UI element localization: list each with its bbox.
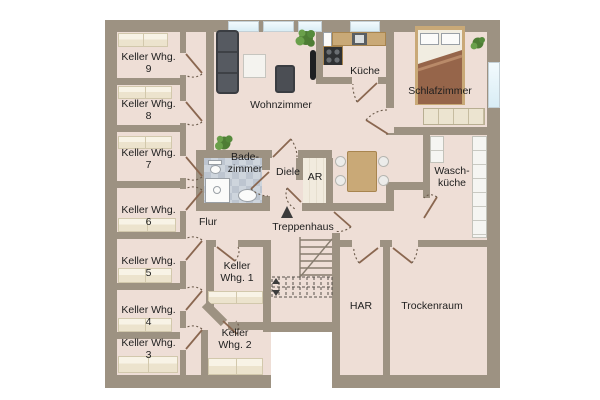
- storage-shelving: [303, 158, 326, 203]
- armchair: [275, 65, 295, 93]
- pillow: [441, 33, 460, 45]
- laundry-shelf: [472, 136, 487, 238]
- sofa: [216, 30, 239, 94]
- wall: [196, 203, 270, 211]
- door-opening: [180, 53, 186, 75]
- coffee-table: [243, 54, 266, 78]
- room-label-keller-whg-1: Keller Whg. 1: [220, 260, 254, 284]
- window: [298, 21, 322, 32]
- door-opening: [180, 328, 186, 350]
- shower-drain: [213, 186, 221, 194]
- dining-chair: [335, 175, 346, 186]
- room-label-har: HAR: [349, 300, 373, 312]
- room-label-keller-whg-5: Keller Whg. 5: [121, 255, 176, 279]
- dining-table: [347, 151, 377, 192]
- sink: [238, 189, 257, 202]
- door-opening: [180, 289, 186, 311]
- wall: [394, 127, 487, 135]
- wall: [201, 330, 208, 377]
- wall: [423, 135, 430, 198]
- wall: [263, 240, 271, 332]
- stove: [324, 47, 342, 65]
- room-label-keller-whg-4: Keller Whg. 4: [121, 304, 176, 328]
- tv: [310, 50, 316, 80]
- shelf: [208, 358, 263, 375]
- wall: [380, 240, 392, 247]
- wall: [316, 20, 323, 84]
- room-label-badezimmer: Bade- zimmer: [227, 151, 263, 175]
- room-label-schlafzimmer: Schlafzimmer: [408, 85, 472, 97]
- window: [350, 21, 380, 32]
- wardrobe: [423, 108, 485, 125]
- wall: [117, 283, 180, 290]
- wall: [196, 150, 204, 211]
- shelf: [208, 291, 263, 304]
- window: [263, 21, 294, 32]
- pillow: [420, 33, 439, 45]
- wall: [117, 332, 180, 339]
- wall: [332, 240, 352, 247]
- shelf: [118, 86, 172, 99]
- building-cutout: [271, 332, 332, 400]
- wall: [386, 20, 394, 135]
- wall: [228, 322, 263, 330]
- wall: [204, 150, 332, 158]
- door-opening: [180, 239, 186, 261]
- wall: [117, 78, 180, 85]
- wall: [117, 232, 180, 239]
- dining-chair: [378, 156, 389, 167]
- wall: [117, 181, 180, 188]
- kitchen-sink-basin: [355, 35, 364, 43]
- wall: [383, 247, 390, 375]
- laundry-shelf: [430, 136, 444, 163]
- dining-chair: [378, 175, 389, 186]
- room-label-treppenhaus: Treppenhaus: [272, 221, 334, 233]
- shelf: [118, 268, 172, 283]
- shelf: [118, 356, 178, 373]
- wall: [206, 247, 214, 308]
- toilet: [208, 160, 222, 165]
- room-label-kueche: Küche: [350, 65, 380, 77]
- wall: [394, 182, 430, 190]
- room-label-flur: Flur: [198, 216, 218, 228]
- toilet: [210, 165, 221, 174]
- wall: [378, 77, 386, 84]
- window: [228, 21, 259, 32]
- door-opening: [180, 156, 186, 178]
- shelf: [118, 33, 168, 47]
- room-label-wohnzimmer: Wohnzimmer: [250, 99, 312, 111]
- wall: [206, 32, 214, 158]
- wall: [332, 233, 340, 388]
- shelf: [118, 136, 172, 149]
- room-label-waschkueche: Wasch- küche: [434, 165, 470, 189]
- room-label-keller-whg-8: Keller Whg. 8: [121, 98, 176, 122]
- door-opening: [216, 240, 238, 247]
- room-label-keller-whg-3: Keller Whg. 3: [121, 337, 176, 361]
- door-opening: [180, 189, 186, 211]
- wall: [302, 203, 386, 211]
- room-label-diele: Diele: [276, 166, 300, 178]
- window: [488, 62, 500, 108]
- room-label-keller-whg-6: Keller Whg. 6: [121, 204, 176, 228]
- room-label-trockenraum: Trockenraum: [401, 300, 463, 312]
- wall: [117, 125, 180, 132]
- wall: [316, 77, 352, 84]
- room-label-ar: AR: [307, 171, 323, 183]
- wall: [418, 240, 487, 247]
- dining-chair: [335, 156, 346, 167]
- room-label-keller-whg-7: Keller Whg. 7: [121, 147, 176, 171]
- door-opening: [180, 101, 186, 123]
- shelf: [118, 218, 176, 232]
- wall: [326, 158, 333, 211]
- door-opening: [386, 108, 394, 133]
- shelf: [118, 318, 172, 332]
- wall: [263, 322, 340, 332]
- room-label-keller-whg-9: Keller Whg. 9: [121, 51, 176, 75]
- room-label-keller-whg-2: Keller Whg. 2: [218, 327, 252, 351]
- wall: [386, 182, 394, 211]
